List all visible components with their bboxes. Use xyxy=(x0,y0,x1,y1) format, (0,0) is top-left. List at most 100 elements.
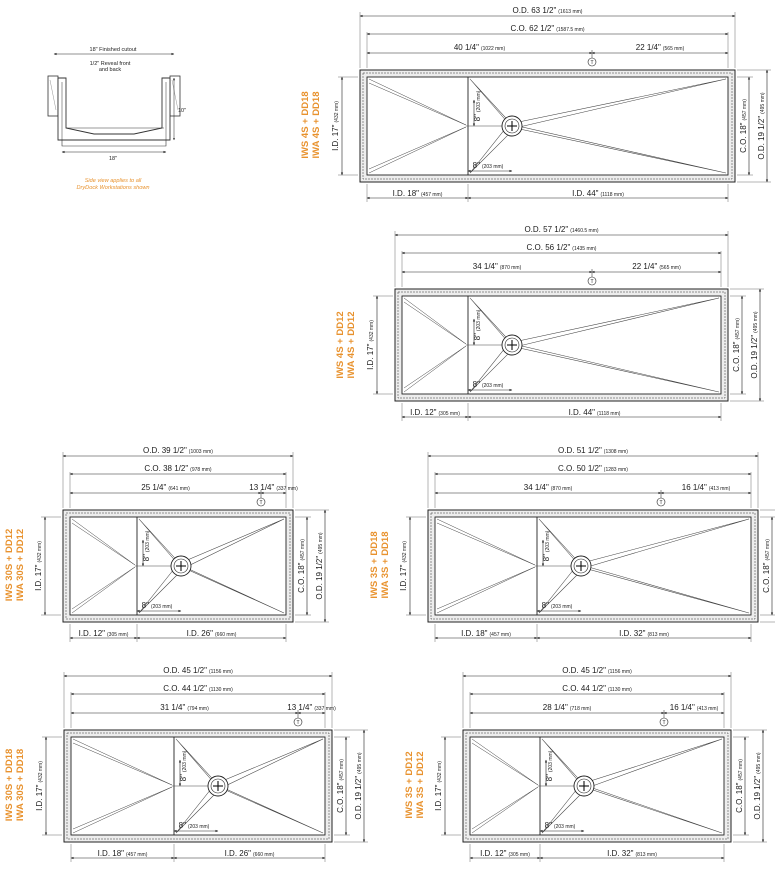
dimension-label: 28 1/4"(718 mm) xyxy=(543,703,592,712)
dimension-label: C.O. 38 1/2"(978 mm) xyxy=(144,464,211,473)
basin-interior xyxy=(366,76,729,176)
tee-label: T xyxy=(590,60,593,66)
dimension-label: 13 1/4"(337 mm) xyxy=(287,703,336,712)
dimension-label: 16 1/4"(413 mm) xyxy=(670,703,719,712)
tee-icon xyxy=(293,717,303,727)
tee-label: T xyxy=(659,500,662,506)
tee-icon xyxy=(659,717,669,727)
dimension-label: I.D. 32"(813 mm) xyxy=(619,629,669,638)
dimension-label: C.O. 18"(457 mm) xyxy=(297,539,306,593)
plan-d1: 8"(203 mm)8"(203 mm)O.D. 63 1/2"(1613 mm… xyxy=(300,6,771,202)
tee-label: T xyxy=(662,720,665,726)
dimension-label: 8"(203 mm) xyxy=(473,309,482,340)
dimension-label: I.D. 12"(305 mm) xyxy=(480,849,530,858)
dimension-label: O.D. 57 1/2"(1460.5 mm) xyxy=(524,225,598,234)
dimension-label: C.O. 18"(457 mm) xyxy=(336,759,345,813)
dimension-label: C.O. 56 1/2"(1435 mm) xyxy=(527,243,597,252)
side-view-width-label: 18" xyxy=(109,156,117,162)
dimension-label: O.D. 51 1/2"(1308 mm) xyxy=(558,446,628,455)
dimension-label: I.D. 17"(432 mm) xyxy=(366,320,375,370)
sink-profile xyxy=(57,77,171,141)
dimension-label: I.D. 18"(457 mm) xyxy=(98,849,148,858)
dimension-label: 22 1/4"(565 mm) xyxy=(636,43,685,52)
dimension-label: I.D. 44"(1118 mm) xyxy=(572,189,624,198)
dimension-label: I.D. 18"(457 mm) xyxy=(393,189,443,198)
dimension-label: I.D. 44"(1118 mm) xyxy=(569,408,621,417)
basin-interior xyxy=(401,295,722,395)
model-label: IWS 30S + DD12 xyxy=(4,529,15,602)
dimension-label: I.D. 17"(432 mm) xyxy=(434,761,443,811)
dimension-label: I.D. 17"(432 mm) xyxy=(35,761,44,811)
model-label: IWS 4S + DD18 xyxy=(300,91,311,158)
dimension-label: I.D. 26"(660 mm) xyxy=(225,849,275,858)
dimension-label: I.D. 17"(432 mm) xyxy=(331,101,340,151)
basin-interior xyxy=(469,736,725,836)
model-label: IWS 3S + DD12 xyxy=(404,751,415,818)
dimension-label: I.D. 17"(432 mm) xyxy=(34,541,43,591)
dimension-label: O.D. 39 1/2"(1003 mm) xyxy=(143,446,213,455)
tee-icon xyxy=(587,276,597,286)
tee-icon xyxy=(656,497,666,507)
dimension-label: 8"(203 mm) xyxy=(473,380,504,389)
dimension-label: O.D. 45 1/2"(1156 mm) xyxy=(562,666,632,675)
dimension-label: I.D. 32"(813 mm) xyxy=(607,849,657,858)
dimension-label: O.D. 19 1/2"(495 mm) xyxy=(757,92,766,159)
dimension-label: I.D. 17"(432 mm) xyxy=(399,541,408,591)
tee-icon xyxy=(587,57,597,67)
tee-icon xyxy=(256,497,266,507)
plan-d3: 8"(203 mm) 8"(203 mm) O.D. 39 1/2"(1003 mm… xyxy=(4,446,329,642)
dimension-label: C.O. 18"(457 mm) xyxy=(732,318,741,372)
dimension-label: O.D. 19 1/2"(495 mm) xyxy=(753,752,762,819)
dimension-label: C.O. 44 1/2"(1130 mm) xyxy=(163,684,233,693)
dimension-label: 8"(203 mm) xyxy=(545,821,576,830)
plan-diagrams: 8"(203 mm) 8"(203 mm) O.D. 63 1/2"(1613 mm… xyxy=(4,6,775,862)
model-label: IWA 30S + DD12 xyxy=(15,529,26,601)
dimension-label: C.O. 50 1/2"(1283 mm) xyxy=(558,464,628,473)
model-label: IWA 3S + DD12 xyxy=(415,752,426,819)
dimension-label: I.D. 12"(305 mm) xyxy=(79,629,129,638)
dimension-label: C.O. 62 1/2"(1587.5 mm) xyxy=(510,24,584,33)
dimension-label: O.D. 63 1/2"(1613 mm) xyxy=(513,6,583,15)
dimension-label: O.D. 19 1/2"(495 mm) xyxy=(354,752,363,819)
dimension-label: 25 1/4"(641 mm) xyxy=(141,483,190,492)
dimension-label: 8"(203 mm) xyxy=(545,750,554,781)
basin-interior xyxy=(434,516,752,616)
model-label: IWA 4S + DD12 xyxy=(346,312,357,379)
dimension-label: 8"(203 mm) xyxy=(179,821,210,830)
dimension-label: 8"(203 mm) xyxy=(542,530,551,561)
model-label: IWS 3S + DD18 xyxy=(369,531,380,598)
dimension-label: 22 1/4"(565 mm) xyxy=(632,262,681,271)
dimension-label: 40 1/4"(1022 mm) xyxy=(454,43,506,52)
dimension-label: 34 1/4"(870 mm) xyxy=(524,483,573,492)
dimension-label: O.D. 19 1/2"(495 mm) xyxy=(315,532,324,599)
plan-d4: 8"(203 mm) 8"(203 mm) O.D. 51 1/2"(1308 mm… xyxy=(369,446,775,642)
plan-d5: 8"(203 mm)8"(203 mm)O.D. 45 1/2"(1156 mm… xyxy=(4,666,368,862)
dimension-label: 8"(203 mm) xyxy=(473,90,482,121)
dimension-label: 34 1/4"(870 mm) xyxy=(473,262,522,271)
tee-label: T xyxy=(259,500,262,506)
dimension-label: 8"(203 mm) xyxy=(142,530,151,561)
model-label: IWS 4S + DD12 xyxy=(335,311,346,378)
dimension-label: C.O. 18"(457 mm) xyxy=(735,759,744,813)
tee-label: T xyxy=(296,720,299,726)
model-label: IWS 30S + DD18 xyxy=(4,749,15,822)
dimension-label: I.D. 18"(457 mm) xyxy=(461,629,511,638)
dimension-label: 8"(203 mm) xyxy=(542,601,573,610)
dimension-label: C.O. 44 1/2"(1130 mm) xyxy=(562,684,632,693)
tee-label: T xyxy=(590,279,593,285)
dimension-label: 16 1/4"(413 mm) xyxy=(682,483,731,492)
dimension-label: 8"(203 mm) xyxy=(142,601,173,610)
model-label: IWA 3S + DD18 xyxy=(380,532,391,599)
model-label: IWA 4S + DD18 xyxy=(311,92,322,159)
dimension-label: I.D. 12"(305 mm) xyxy=(410,408,460,417)
dimension-label: O.D. 19 1/2"(495 mm) xyxy=(750,311,759,378)
model-label: IWA 30S + DD18 xyxy=(15,749,26,821)
dimension-label: 13 1/4"(337 mm) xyxy=(249,483,298,492)
plan-d6: 8"(203 mm) 8"(203 mm) O.D. 45 1/2"(1156 mm… xyxy=(404,666,767,862)
dimension-label: C.O. 18"(457 mm) xyxy=(762,539,771,593)
dimension-label: 8"(203 mm) xyxy=(179,750,188,781)
